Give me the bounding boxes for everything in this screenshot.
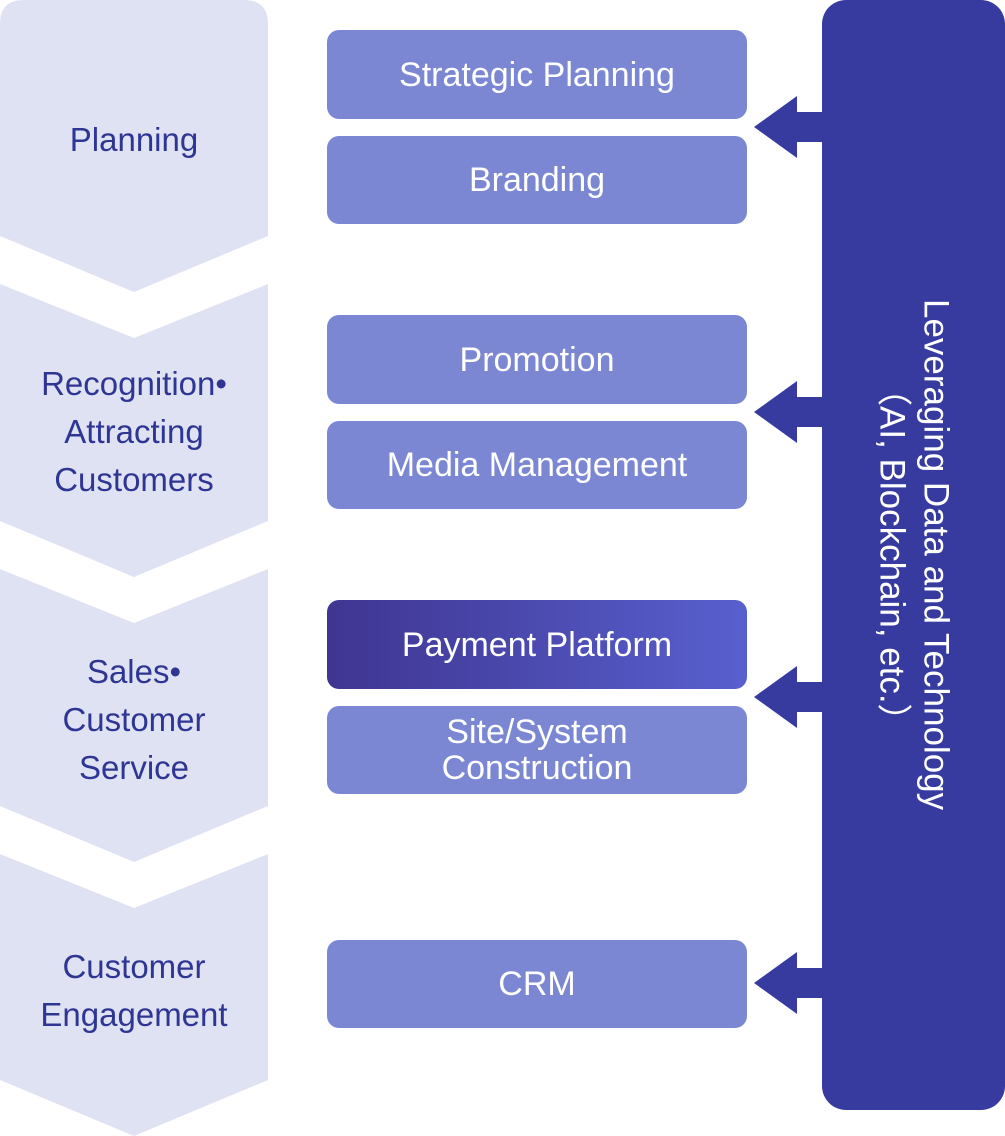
stage-label-line: Recognition•: [41, 365, 227, 402]
service-crm: CRM: [327, 940, 747, 1028]
technology-label-line: （AI, Blockchain, etc.）: [872, 371, 912, 739]
service-promotion: Promotion: [327, 315, 747, 404]
arrow-icon: [754, 952, 823, 1014]
stage-label-engagement: Customer Engagement: [0, 943, 268, 1039]
stage-label-line: Attracting: [64, 413, 204, 450]
stage-label-line: Sales•: [86, 653, 182, 690]
stage-label-sales: Sales• Customer Service: [0, 648, 268, 792]
technology-bar: [822, 0, 1005, 1110]
stage-label-line: Service: [78, 749, 190, 786]
service-branding: Branding: [327, 136, 747, 224]
service-media-management: Media Management: [327, 421, 747, 509]
stage-label-line: Customers: [54, 461, 214, 498]
stage-label-line: Customer: [62, 701, 206, 738]
service-payment-platform: Payment Platform: [327, 600, 747, 689]
stage-chevron-sales: [0, 569, 268, 862]
stage-label-line: Planning: [69, 121, 199, 158]
technology-label-line: Leveraging Data and Technology: [916, 299, 956, 811]
stage-chevron-recognition: [0, 284, 268, 577]
service-line: Construction: [441, 749, 633, 787]
technology-label-text: Leveraging Data and Technology （AI, Bloc…: [870, 299, 958, 810]
service-line: Site/System: [446, 713, 628, 751]
technology-label: Leveraging Data and Technology （AI, Bloc…: [822, 0, 1005, 1110]
stage-chevron-planning: [0, 0, 268, 292]
arrow-icon: [754, 666, 823, 728]
stage-label-line: Engagement: [40, 996, 228, 1033]
service-strategic-planning: Strategic Planning: [327, 30, 747, 119]
stage-label-line: Customer: [62, 948, 206, 985]
stage-label-recognition: Recognition• Attracting Customers: [0, 360, 268, 504]
stage-chevron-engagement: [0, 854, 268, 1136]
stage-label-planning: Planning: [0, 116, 268, 164]
arrow-icon: [754, 381, 823, 443]
arrow-icon: [754, 96, 823, 158]
service-site-system-construction: Site/System Construction: [327, 706, 747, 794]
